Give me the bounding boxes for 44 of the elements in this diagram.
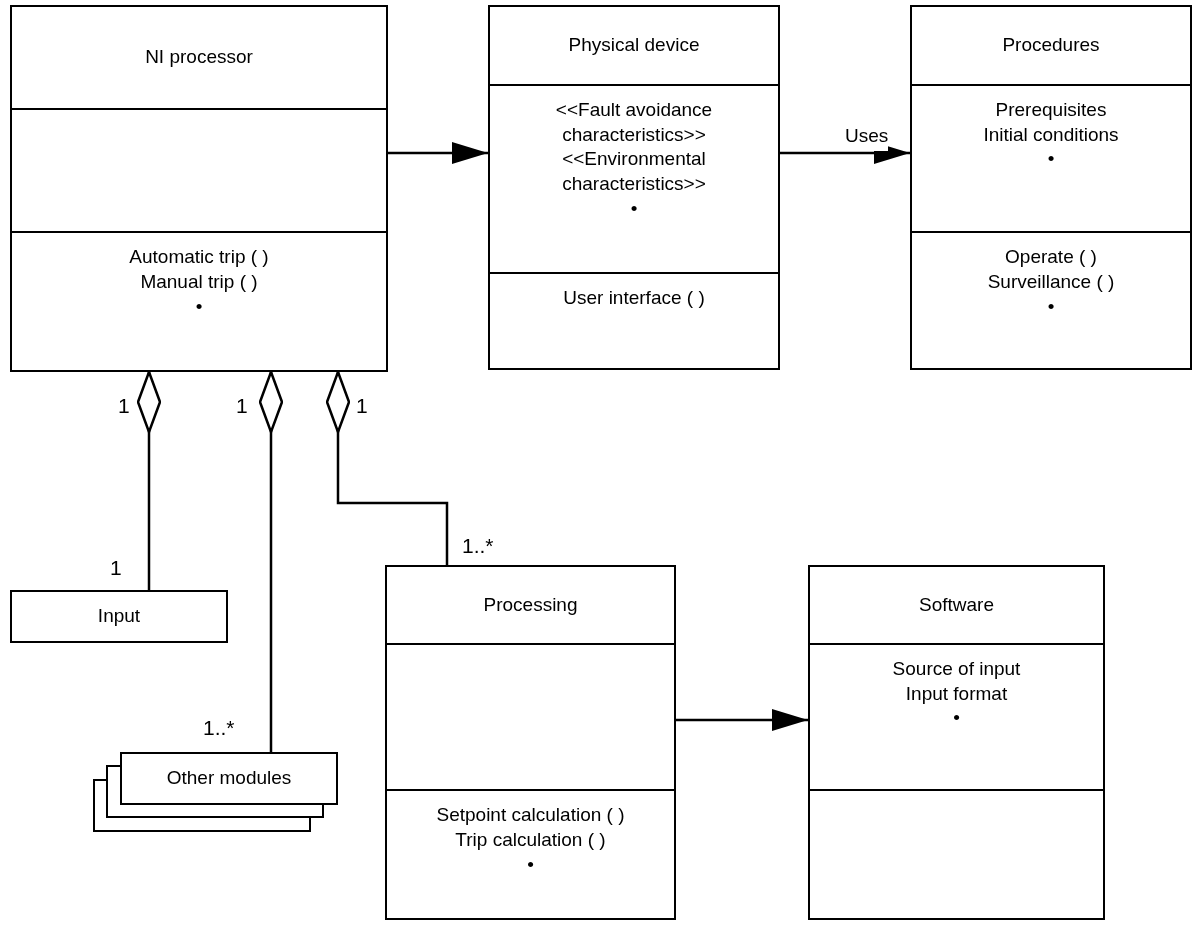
arrow [388, 142, 488, 164]
class-member: Surveillance ( ) [987, 270, 1115, 295]
class-member: Initial conditions [983, 122, 1119, 147]
aggregation-line [136, 370, 162, 590]
class-member: Manual trip ( ) [140, 270, 258, 295]
class-member: • [195, 294, 203, 319]
class-box [910, 5, 1192, 370]
class-member: User interface ( ) [563, 286, 705, 310]
class-member: • [1047, 294, 1055, 319]
class-box [385, 565, 676, 920]
class-member: • [630, 196, 638, 221]
class-member: • [953, 706, 960, 731]
stacked-class-box [93, 752, 338, 832]
class-member: • [1047, 147, 1055, 172]
class-name: Physical device [568, 33, 700, 58]
multiplicity: 1 [356, 393, 368, 419]
class-name: NI processor [145, 45, 253, 70]
aggregation-line [325, 370, 449, 565]
multiplicity: 1 [110, 555, 122, 581]
class-name: Procedures [1002, 33, 1100, 58]
multiplicity: 1..* [462, 533, 494, 559]
class-member: • [527, 852, 534, 877]
class-member: <<Fault avoidance characteristics>> [554, 98, 714, 147]
class-name: Processing [483, 592, 578, 617]
arrow [676, 709, 808, 731]
class-name: Software [919, 592, 994, 617]
class-member: Source of input [892, 657, 1021, 682]
class-box [488, 5, 780, 370]
class-name: Input [97, 604, 141, 629]
multiplicity: 1 [236, 393, 248, 419]
class-member: <<Environmental characteristics>> [561, 147, 707, 197]
class-member: Setpoint calculation ( ) [436, 803, 625, 828]
class-box [10, 590, 228, 643]
class-member: Prerequisites [995, 98, 1107, 123]
class-member: Automatic trip ( ) [129, 245, 269, 270]
class-box [10, 5, 388, 372]
class-name: Other modules [166, 766, 292, 791]
class-member: Input format [905, 681, 1008, 706]
class-member: Trip calculation ( ) [455, 828, 606, 853]
multiplicity: 1 [118, 393, 130, 419]
class-box [808, 565, 1105, 920]
aggregation-line [258, 370, 284, 752]
class-member: Operate ( ) [1005, 245, 1097, 270]
multiplicity: 1..* [203, 715, 235, 741]
